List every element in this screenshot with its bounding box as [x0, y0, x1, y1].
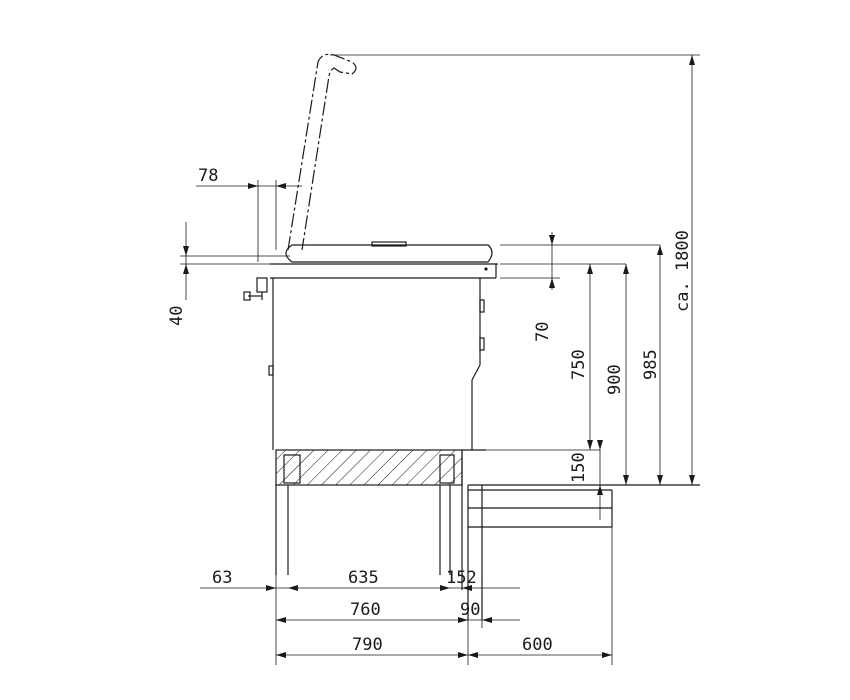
dim-70: 70 [533, 322, 553, 342]
dim-90: 90 [460, 600, 480, 620]
cabinet-body [243, 263, 498, 450]
dim-790: 790 [352, 635, 383, 655]
dim-600: 600 [522, 635, 553, 655]
extension-shelf [468, 484, 700, 528]
lid [285, 241, 493, 263]
dim-40: 40 [167, 306, 187, 326]
dim-750: 750 [569, 349, 589, 380]
dim-900: 900 [605, 364, 625, 395]
open-lid-outline [287, 53, 700, 251]
vertical-dimensions [486, 55, 695, 520]
horizontal-dimensions [200, 527, 613, 665]
dim-635: 635 [348, 568, 379, 588]
dim-985: 985 [641, 349, 661, 380]
plinth [275, 449, 486, 486]
left-dimensions [180, 180, 302, 300]
dim-152: 152 [446, 568, 477, 588]
dim-78: 78 [198, 166, 218, 186]
dim-63: 63 [212, 568, 232, 588]
dim-760: 760 [350, 600, 381, 620]
dim-150: 150 [569, 452, 589, 483]
dim-ca-1800: ca. 1800 [673, 230, 693, 312]
